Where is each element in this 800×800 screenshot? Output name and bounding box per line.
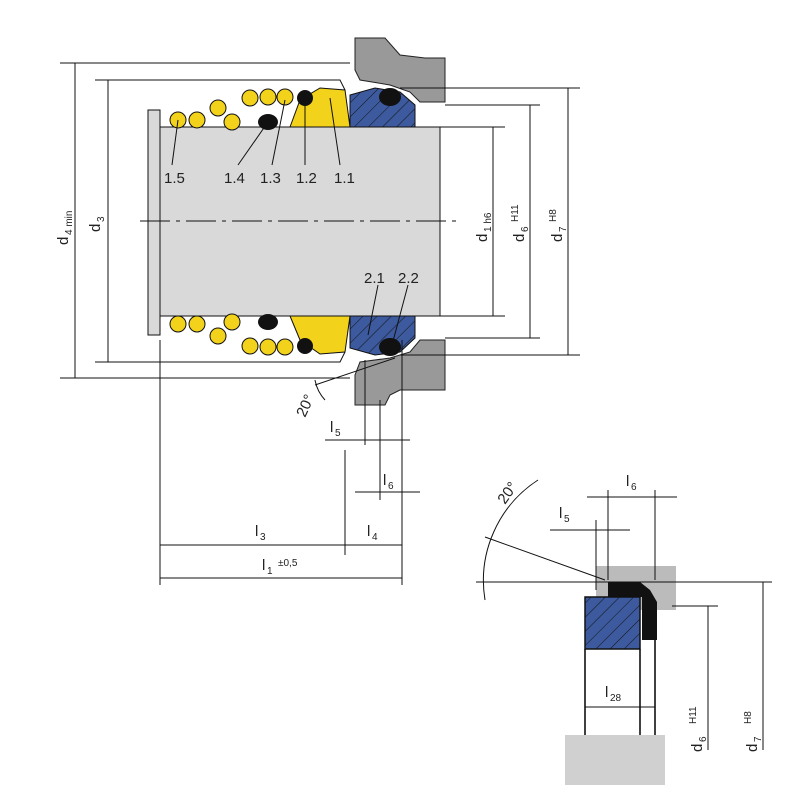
label-1-5: 1.5	[164, 170, 185, 187]
svg-text:d: d	[549, 234, 566, 242]
svg-text:1: 1	[267, 566, 273, 577]
svg-text:l: l	[559, 505, 562, 522]
svg-text:6: 6	[631, 482, 637, 493]
svg-text:5: 5	[564, 514, 570, 525]
svg-text:3: 3	[260, 532, 266, 543]
svg-text:l: l	[626, 473, 629, 490]
svg-text:6: 6	[388, 481, 394, 492]
label-1-4: 1.4	[224, 170, 245, 187]
svg-text:l: l	[262, 557, 265, 574]
svg-text:l: l	[367, 523, 370, 540]
angle-label: 20°	[293, 392, 318, 420]
leaders	[171, 97, 409, 346]
label-1-2: 1.2	[296, 170, 317, 187]
svg-text:l: l	[383, 472, 386, 489]
svg-text:6: 6	[520, 226, 531, 232]
svg-text:d: d	[689, 744, 706, 752]
svg-text:H8: H8	[548, 209, 559, 222]
svg-text:4: 4	[372, 532, 378, 543]
svg-text:d: d	[55, 237, 72, 245]
detail-d6-label: d 6 H11	[688, 706, 709, 752]
svg-text:l: l	[330, 419, 333, 436]
d7-label: d 7 H8	[548, 209, 569, 242]
svg-text:±0,5: ±0,5	[278, 558, 298, 569]
label-1-3: 1.3	[260, 170, 281, 187]
svg-text:7: 7	[753, 736, 764, 742]
svg-text:H11: H11	[688, 706, 699, 724]
d4-label: d 4 min	[55, 211, 75, 245]
label-2-1: 2.1	[364, 270, 385, 287]
svg-text:7: 7	[558, 226, 569, 232]
main-labels: 1.5 1.4 1.3 1.2 1.1 2.1 2.2 d4 min d3 d1…	[55, 170, 569, 577]
svg-text:d: d	[87, 224, 104, 232]
svg-text:1 h6: 1 h6	[483, 212, 494, 232]
svg-text:28: 28	[610, 693, 622, 704]
svg-text:5: 5	[335, 428, 341, 439]
svg-text:H8: H8	[743, 711, 754, 724]
svg-text:d: d	[511, 234, 528, 242]
d1-label: d 1 h6	[474, 212, 494, 242]
dimension-lines	[60, 62, 580, 585]
svg-text:d: d	[474, 234, 491, 242]
label-2-2: 2.2	[398, 270, 419, 287]
svg-text:4 min: 4 min	[64, 211, 75, 235]
springs	[169, 88, 294, 356]
svg-text:6: 6	[698, 736, 709, 742]
stationary-seat	[349, 87, 416, 356]
shaft-collar	[147, 109, 161, 336]
d6-label: d 6 H11	[510, 204, 531, 242]
detail-d7-label: d 7 H8	[743, 711, 764, 752]
label-1-1: 1.1	[334, 170, 355, 187]
svg-text:l: l	[255, 523, 258, 540]
detail-angle-label: 20°	[494, 479, 521, 507]
svg-text:l: l	[605, 684, 608, 701]
svg-text:d: d	[744, 744, 761, 752]
d3-label: d3	[87, 216, 107, 232]
svg-text:H11: H11	[510, 204, 521, 222]
svg-text:3: 3	[96, 216, 107, 222]
housing	[354, 37, 446, 406]
